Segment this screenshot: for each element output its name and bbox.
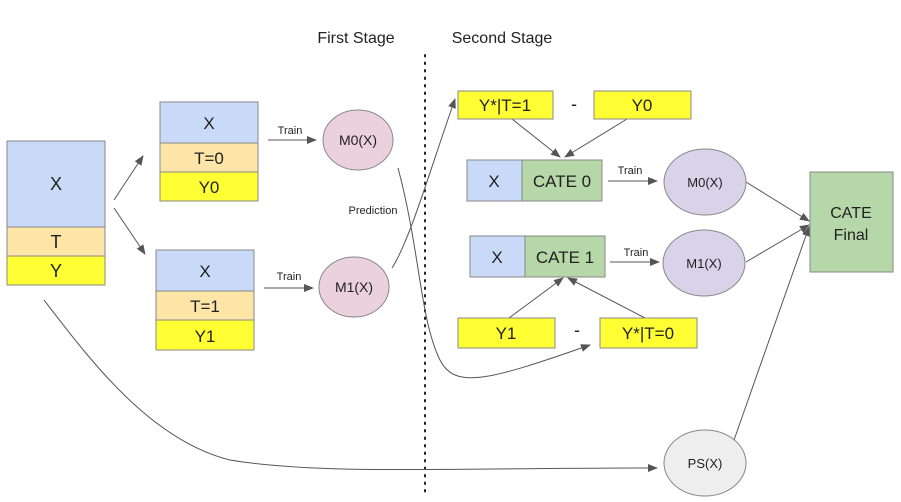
edge-y1-to-cate1 <box>508 277 564 319</box>
edge-m0-prediction <box>397 167 591 379</box>
treated-t-label: T=1 <box>190 297 220 316</box>
second-stage-title: Second Stage <box>452 30 553 47</box>
edge-m1-prediction <box>391 98 456 269</box>
treated-y-label: Y1 <box>195 327 216 346</box>
train-label-m0: Train <box>278 125 303 137</box>
edge-ystar0-to-cate1 <box>567 277 646 319</box>
cate-final-line2: Final <box>834 227 869 244</box>
y1-label: Y1 <box>496 324 517 343</box>
cate0-x-label: X <box>488 172 499 191</box>
y0-cell <box>593 90 692 120</box>
train-label-cate0: Train <box>618 165 643 177</box>
control-y-label: Y0 <box>199 178 220 197</box>
input-y-label: Y <box>50 261 62 281</box>
cate0-value-cell <box>521 159 603 202</box>
edge-input-to-treated <box>113 207 146 255</box>
propensity-score-node: PS(X) <box>663 429 747 497</box>
first-stage-m0-label: M0(X) <box>339 132 377 148</box>
control-t-cell <box>159 142 259 173</box>
second-stage-m0-node: M0(X) <box>663 148 747 216</box>
cate1-label: CATE 1 <box>536 248 594 267</box>
input-t-label: T <box>51 232 62 252</box>
input-x-cell <box>6 140 106 228</box>
edge-input-to-control <box>113 155 144 201</box>
treated-y-cell <box>155 319 255 351</box>
input-y-cell <box>6 255 106 286</box>
minus-sign-treated: - <box>574 320 580 340</box>
cate1-x-label: X <box>491 248 502 267</box>
minus-sign-control: - <box>571 94 577 114</box>
treated-split-table: X T=1 Y1 <box>155 249 255 351</box>
propensity-score-label: PS(X) <box>688 456 723 471</box>
train-label-m1: Train <box>277 271 302 283</box>
input-t-cell <box>6 226 106 257</box>
control-split-table: X T=0 Y0 <box>159 101 259 202</box>
cate-final-node: CATE Final <box>809 171 894 273</box>
imputed-control-row: Y*|T=1 - Y0 <box>457 90 692 120</box>
ystar-t1-label: Y*|T=1 <box>479 96 531 115</box>
cate0-row: X CATE 0 <box>466 159 603 202</box>
input-table: X T Y <box>6 140 106 286</box>
cate-final-line1: CATE <box>830 205 871 222</box>
treated-x-label: X <box>199 262 210 281</box>
control-x-cell <box>159 101 259 144</box>
ystar-t1-cell <box>457 90 554 120</box>
imputed-treated-row: Y1 - Y*|T=0 <box>457 317 698 349</box>
cate0-x-cell <box>466 159 523 202</box>
second-stage-m1-node: M1(X) <box>662 229 746 297</box>
edge-ystar1-to-cate0 <box>511 118 561 158</box>
second-stage-m1-label: M1(X) <box>686 256 721 271</box>
control-t-label: T=0 <box>194 149 224 168</box>
edge-input-to-ps <box>43 299 658 473</box>
edge-y0-to-cate0 <box>564 118 628 158</box>
cate1-row: X CATE 1 <box>469 235 606 278</box>
prediction-label: Prediction <box>349 205 398 217</box>
ystar-t0-cell <box>599 317 698 349</box>
train-label-cate1: Train <box>624 247 649 259</box>
treated-t-cell <box>155 290 255 321</box>
control-x-label: X <box>203 114 214 133</box>
y1-cell <box>457 317 556 349</box>
first-stage-m0-node: M0(X) <box>322 109 394 171</box>
edge-m0-to-final <box>745 181 810 222</box>
first-stage-m1-label: M1(X) <box>335 279 373 295</box>
ystar-t0-label: Y*|T=0 <box>622 324 674 343</box>
input-x-label: X <box>50 174 62 194</box>
cate1-value-cell <box>524 235 606 278</box>
second-stage-m0-label: M0(X) <box>687 175 722 190</box>
y0-label: Y0 <box>632 96 653 115</box>
cate0-label: CATE 0 <box>533 172 591 191</box>
treated-x-cell <box>155 249 255 292</box>
edge-m1-to-final <box>745 224 810 263</box>
first-stage-m1-node: M1(X) <box>318 256 390 318</box>
edge-ps-to-final <box>733 226 810 441</box>
control-y-cell <box>159 171 259 202</box>
first-stage-title: First Stage <box>317 30 394 47</box>
